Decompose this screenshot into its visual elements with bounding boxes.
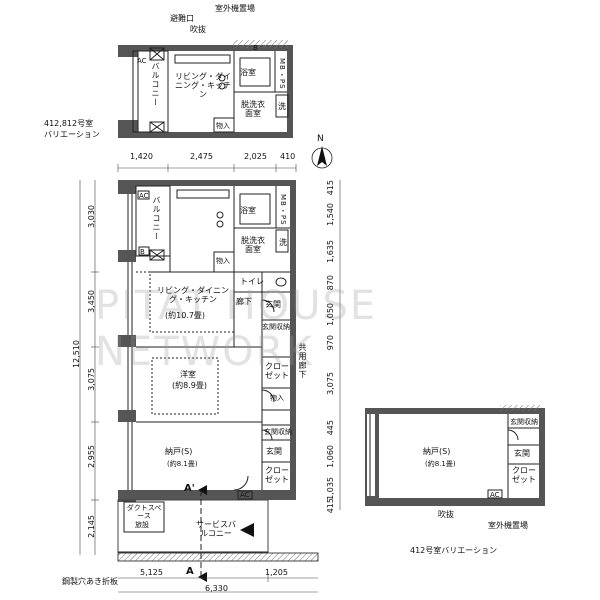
dim-right-8: 445 <box>326 420 335 436</box>
storeroom-size: (約8.1畳) <box>167 460 198 468</box>
top-variation-plan <box>118 40 293 138</box>
dimension-lines <box>79 164 341 593</box>
small-outdoor-unit: 室外機置場 <box>488 521 528 530</box>
main-entrance-storage-2: 玄関収納 <box>264 428 292 436</box>
small-entrance: 玄関 <box>514 449 530 458</box>
section-mark-top: A' <box>184 483 195 494</box>
small-closet: クローゼット <box>512 466 536 484</box>
storage-label: 物入 <box>216 122 230 130</box>
entrance-label: 玄関 <box>265 300 281 309</box>
main-storage-label: 物入 <box>216 257 230 265</box>
bedroom-size: (約8.9畳) <box>172 381 207 390</box>
main-dressing-label: 脱洗衣面室 <box>241 236 265 254</box>
dim-top-4: 410 <box>280 152 296 161</box>
dim-right-9: 1,060 <box>326 445 335 468</box>
dim-right-7: 3,075 <box>326 372 335 395</box>
dim-right-5: 1,050 <box>326 303 335 326</box>
bedroom-label: 洋室 <box>180 370 196 379</box>
dim-right-11: 415 <box>326 498 335 514</box>
main-entrance-2: 玄関 <box>266 447 282 456</box>
small-storeroom-size: (約8.1畳) <box>425 460 456 468</box>
closet-2-label: クローゼット <box>265 466 289 484</box>
section-mark-bottom: A <box>186 566 194 577</box>
dim-top-1: 1,420 <box>130 152 153 161</box>
dim-top-2: 2,475 <box>190 152 213 161</box>
dim-left-5: 2,145 <box>87 515 96 538</box>
ac-label: AC <box>137 57 147 65</box>
b-label: B <box>253 44 258 52</box>
dim-right-3: 1,635 <box>326 240 335 263</box>
corridor-label: 共用廊下 <box>298 343 307 379</box>
main-plan <box>117 180 319 582</box>
service-balcony-label: サービスバルコニー <box>196 520 236 538</box>
dim-left-total: 12,510 <box>72 340 81 368</box>
small-entrance-storage: 玄関収納 <box>510 418 538 426</box>
steel-panel-label: 鋼製穴あき折板 <box>62 577 118 586</box>
main-mbps-label: MB・PS <box>279 194 287 226</box>
main-b-1: B <box>140 248 145 256</box>
dressing-label: 脱洗衣面室 <box>241 100 265 118</box>
small-void: 吹抜 <box>438 510 454 519</box>
north-arrow <box>311 146 333 169</box>
entrance-storage-label: 玄関収納 <box>262 323 290 331</box>
dim-bottom-1: 5,125 <box>140 568 163 577</box>
dim-left-1: 3,030 <box>87 205 96 228</box>
duct-note: 旅設 <box>135 521 149 529</box>
dim-right-1: 415 <box>326 180 335 196</box>
toilet-label: トイレ <box>240 277 264 286</box>
top-caption-1: 412,812号室 <box>44 119 94 128</box>
dim-right-4: 870 <box>326 275 335 291</box>
main-laundry-label: 洗 <box>279 238 287 247</box>
small-variation-plan <box>365 405 545 506</box>
ldk-label: リビング・ダイニング・キッチン <box>175 72 231 99</box>
escape-hatch-label: 避難口 <box>170 14 194 23</box>
main-ldk-label: リビング・ダイニング・キッチン <box>157 286 229 304</box>
watermark: PITAT HOUSE NETWORK <box>95 283 378 375</box>
dim-left-3: 3,075 <box>87 368 96 391</box>
small-ac: AC <box>490 491 500 499</box>
small-storeroom-label: 納戸(S) <box>423 447 451 456</box>
outdoor-unit-label: 室外機置場 <box>215 4 255 13</box>
dim-bottom-total: 6,330 <box>205 584 228 593</box>
main-ac-1: AC <box>139 192 149 200</box>
main-storage2-label: 物入 <box>270 394 284 402</box>
north-label: N <box>317 134 324 144</box>
laundry-label: 洗 <box>278 102 286 111</box>
dim-right-10: 1,035 <box>326 477 335 500</box>
dim-top-3: 2,025 <box>244 152 267 161</box>
dim-right-2: 1,540 <box>326 203 335 226</box>
mbps-label: MB・PS <box>278 58 286 90</box>
main-ldk-size: (約10.7畳) <box>165 311 206 320</box>
balcony-label: バルコニー <box>151 62 160 107</box>
dim-bottom-2: 1,205 <box>265 568 288 577</box>
small-caption: 412号室バリエーション <box>410 546 498 555</box>
closet-label: クローゼット <box>265 362 289 380</box>
storeroom-label: 納戸(S) <box>165 447 193 456</box>
dim-right-6: 970 <box>326 335 335 351</box>
dim-left-4: 2,955 <box>87 445 96 468</box>
main-ac-2: AC <box>240 491 250 499</box>
main-balcony-label: バルコニー <box>152 196 161 241</box>
void-label: 吹抜 <box>190 25 206 34</box>
duct-label: ダクトスペース <box>126 504 162 520</box>
bath-label: 浴室 <box>240 68 256 77</box>
top-caption-2: バリエーション <box>44 130 100 139</box>
dim-left-2: 3,450 <box>87 290 96 313</box>
main-bath-label: 浴室 <box>240 206 256 215</box>
hall-label: 廊下 <box>236 297 252 306</box>
